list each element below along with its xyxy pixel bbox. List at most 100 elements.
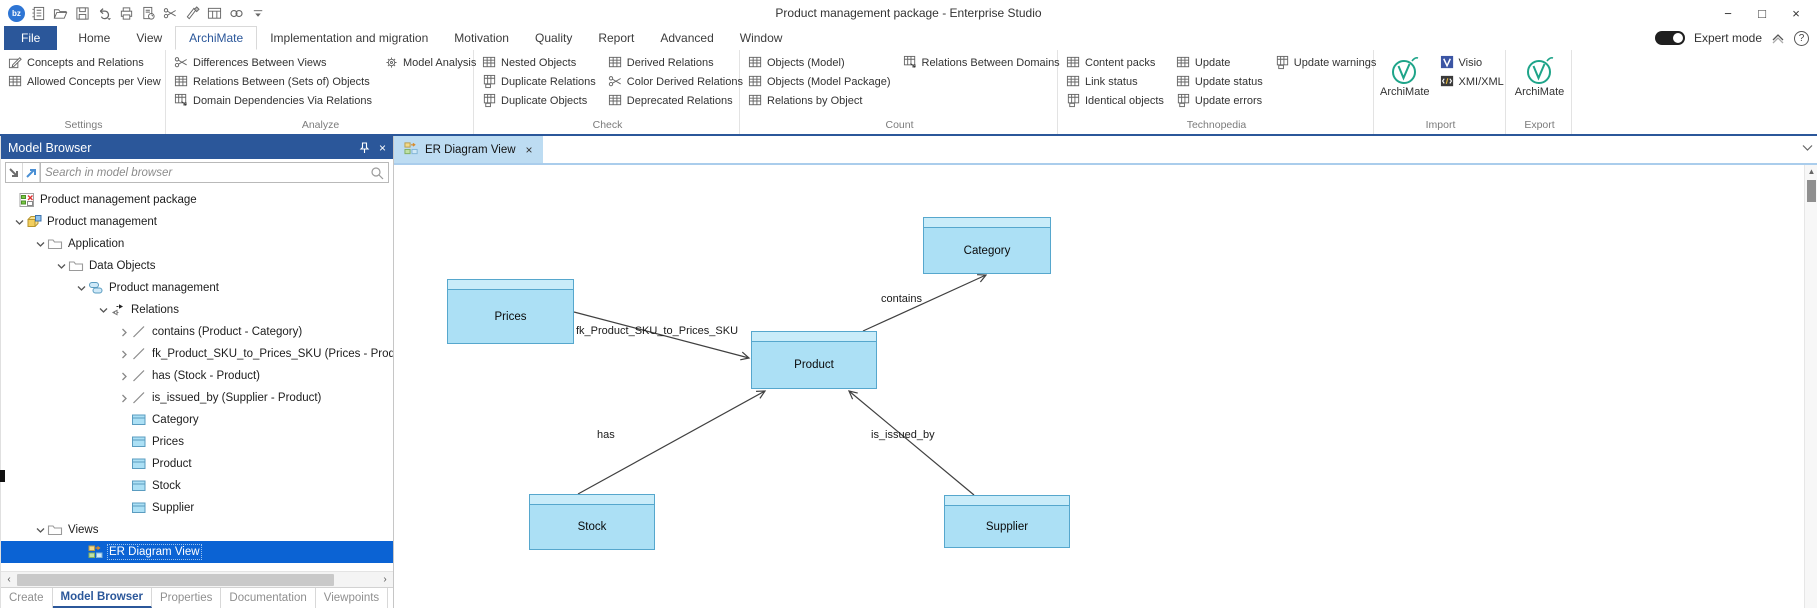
ribbon-button-archimate-export[interactable]: ArchiMate bbox=[1512, 53, 1567, 98]
app-logo[interactable]: bz bbox=[8, 4, 25, 22]
scroll-left-icon[interactable]: ‹ bbox=[7, 574, 11, 585]
ribbon-tab-home[interactable]: Home bbox=[78, 31, 111, 45]
ribbon-button-relations-by-object[interactable]: Relations by Object bbox=[746, 91, 893, 110]
diagram-entity-prices[interactable]: Prices bbox=[447, 279, 574, 344]
ribbon-button-archimate-import[interactable]: ArchiMate bbox=[1380, 53, 1430, 98]
ribbon-button-relations-between-sets-of-objects[interactable]: Relations Between (Sets of) Objects bbox=[172, 72, 374, 91]
scroll-thumb[interactable] bbox=[17, 573, 334, 586]
link-icon[interactable] bbox=[228, 5, 245, 22]
search-input[interactable] bbox=[45, 166, 370, 179]
ribbon-button-duplicate-objects[interactable]: Duplicate Objects bbox=[480, 91, 598, 110]
ribbon-button-deprecated-relations[interactable]: Deprecated Relations bbox=[606, 91, 745, 110]
ribbon-tab-window[interactable]: Window bbox=[739, 31, 783, 45]
tree-chevron-down-icon[interactable] bbox=[33, 525, 47, 536]
tree-chevron-down-icon[interactable] bbox=[96, 305, 110, 316]
ribbon-button-identical-objects[interactable]: Identical objects bbox=[1064, 91, 1166, 110]
ribbon-button-allowed-concepts-per-view[interactable]: Allowed Concepts per View bbox=[6, 72, 163, 91]
diagram-entity-stock[interactable]: Stock bbox=[529, 494, 655, 550]
help-icon[interactable]: ? bbox=[1794, 30, 1809, 46]
print-icon[interactable] bbox=[118, 5, 135, 22]
ribbon-button-objects-model-[interactable]: Objects (Model) bbox=[746, 53, 893, 72]
print-preview-icon[interactable] bbox=[140, 5, 157, 22]
ribbon-tab-motivation[interactable]: Motivation bbox=[454, 31, 509, 45]
relation-contains[interactable] bbox=[862, 274, 988, 332]
tree-chevron-down-icon[interactable] bbox=[54, 261, 68, 272]
scroll-track[interactable] bbox=[17, 572, 377, 588]
close-icon[interactable]: × bbox=[378, 140, 386, 155]
tree-item-product-management[interactable]: Product management bbox=[1, 211, 393, 233]
scroll-up-icon[interactable]: ▲ bbox=[1807, 167, 1816, 176]
diagram-entity-supplier[interactable]: Supplier bbox=[944, 495, 1070, 548]
tab-list-chevron-icon[interactable] bbox=[1802, 144, 1813, 152]
ribbon-tab-file[interactable]: File bbox=[4, 26, 58, 50]
tree-chevron-right-icon[interactable] bbox=[117, 327, 131, 338]
format-painter-icon[interactable] bbox=[184, 5, 201, 22]
tree-item-application[interactable]: Application bbox=[1, 233, 393, 255]
tree-item-product[interactable]: Product bbox=[1, 453, 393, 475]
canvas-vertical-scrollbar[interactable]: ▲ bbox=[1804, 165, 1817, 608]
cut-icon[interactable] bbox=[162, 5, 179, 22]
diagram-entity-product[interactable]: Product bbox=[751, 331, 877, 389]
tree-item-views[interactable]: Views bbox=[1, 519, 393, 541]
ribbon-button-update[interactable]: Update bbox=[1174, 53, 1265, 72]
search-icon[interactable] bbox=[370, 166, 384, 180]
tree-item-relations[interactable]: Relations bbox=[1, 299, 393, 321]
tree-item-stock[interactable]: Stock bbox=[1, 475, 393, 497]
ribbon-tab-quality[interactable]: Quality bbox=[534, 31, 573, 45]
close-button[interactable]: × bbox=[1792, 5, 1800, 21]
open-folder-icon[interactable] bbox=[52, 5, 69, 22]
sidebar-tab-properties[interactable]: Properties bbox=[152, 588, 222, 608]
ribbon-button-update-status[interactable]: Update status bbox=[1174, 72, 1265, 91]
ribbon-button-relations-between-domains[interactable]: Relations Between Domains bbox=[901, 53, 1062, 72]
tree-item-fk-product-sku-to-prices-sku-prices-prod[interactable]: fk_Product_SKU_to_Prices_SKU (Prices - P… bbox=[1, 343, 393, 365]
sidebar-tab-create[interactable]: Create bbox=[1, 588, 53, 608]
relation-has[interactable] bbox=[577, 390, 767, 495]
collapse-ribbon-icon[interactable] bbox=[1771, 32, 1785, 44]
sidebar-horizontal-scrollbar[interactable]: ‹ › bbox=[1, 571, 393, 587]
ribbon-button-nested-objects[interactable]: Nested Objects bbox=[480, 53, 598, 72]
tree-item-er-diagram-view[interactable]: ER Diagram View bbox=[1, 541, 393, 563]
scroll-right-icon[interactable]: › bbox=[383, 574, 387, 585]
tree-item-prices[interactable]: Prices bbox=[1, 431, 393, 453]
ribbon-tab-report[interactable]: Report bbox=[598, 31, 635, 45]
document-tab-er-diagram-view[interactable]: ER Diagram View × bbox=[394, 136, 543, 163]
tree-item-contains-product-category-[interactable]: contains (Product - Category) bbox=[1, 321, 393, 343]
ribbon-button-concepts-and-relations[interactable]: Concepts and Relations bbox=[6, 53, 163, 72]
ribbon-button-xmi-xml[interactable]: XMI/XML bbox=[1438, 72, 1506, 91]
customize-quick-access-icon[interactable] bbox=[250, 5, 267, 22]
report-table-icon[interactable] bbox=[206, 5, 223, 22]
tree-chevron-down-icon[interactable] bbox=[74, 283, 88, 294]
relation-is-issued-by[interactable] bbox=[847, 390, 975, 496]
ribbon-button-duplicate-relations[interactable]: Duplicate Relations bbox=[480, 72, 598, 91]
journal-icon[interactable] bbox=[30, 5, 47, 22]
minimize-button[interactable]: − bbox=[1724, 5, 1732, 21]
tree-item-has-stock-product-[interactable]: has (Stock - Product) bbox=[1, 365, 393, 387]
ribbon-button-differences-between-views[interactable]: Differences Between Views bbox=[172, 53, 374, 72]
pin-icon[interactable] bbox=[359, 141, 370, 154]
sidebar-tab-documentation[interactable]: Documentation bbox=[221, 588, 316, 608]
undo-icon[interactable] bbox=[96, 5, 113, 22]
sidebar-tab-viewpoints[interactable]: Viewpoints bbox=[316, 588, 389, 608]
expert-mode-toggle[interactable] bbox=[1654, 31, 1685, 45]
close-tab-icon[interactable]: × bbox=[525, 142, 533, 157]
diagram-entity-category[interactable]: Category bbox=[923, 217, 1051, 274]
ribbon-button-color-derived-relations[interactable]: Color Derived Relations bbox=[606, 72, 745, 91]
tree-item-data-objects[interactable]: Data Objects bbox=[1, 255, 393, 277]
ribbon-button-objects-model-package-[interactable]: Objects (Model Package) bbox=[746, 72, 893, 91]
tree-chevron-right-icon[interactable] bbox=[117, 371, 131, 382]
save-icon[interactable] bbox=[74, 5, 91, 22]
tree-item-product-management-package[interactable]: Product management package bbox=[1, 189, 393, 211]
ribbon-button-content-packs[interactable]: Content packs bbox=[1064, 53, 1166, 72]
drill-down-icon[interactable] bbox=[6, 163, 23, 182]
ribbon-tab-view[interactable]: View bbox=[136, 31, 163, 45]
ribbon-button-derived-relations[interactable]: Derived Relations bbox=[606, 53, 745, 72]
tree-item-is-issued-by-supplier-product-[interactable]: is_issued_by (Supplier - Product) bbox=[1, 387, 393, 409]
ribbon-button-update-errors[interactable]: Update errors bbox=[1174, 91, 1265, 110]
tree-chevron-right-icon[interactable] bbox=[117, 349, 131, 360]
tree-item-category[interactable]: Category bbox=[1, 409, 393, 431]
ribbon-button-visio[interactable]: Visio bbox=[1438, 53, 1506, 72]
sidebar-tab-model-browser[interactable]: Model Browser bbox=[52, 588, 152, 608]
ribbon-button-model-analysis[interactable]: Model Analysis bbox=[382, 53, 478, 72]
tree-chevron-down-icon[interactable] bbox=[12, 217, 26, 228]
relation-fk-product-sku-to-prices-sku[interactable] bbox=[573, 311, 751, 361]
